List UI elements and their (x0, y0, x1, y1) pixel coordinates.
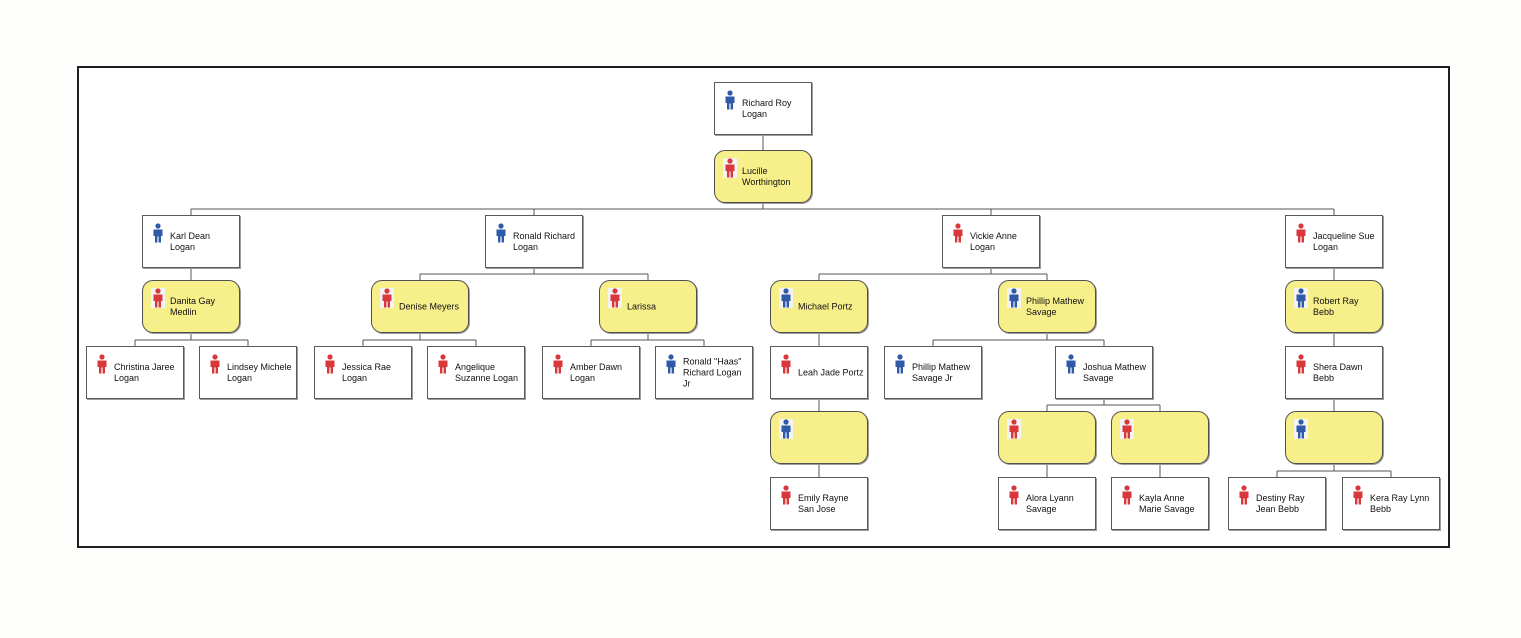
person-name: Robert Ray Bebb (1313, 295, 1359, 317)
person-node-n20[interactable]: Phillip Mathew Savage Jr (884, 346, 982, 399)
person-name: Destiny Ray Jean Bebb (1256, 492, 1305, 514)
male-person-icon (1294, 288, 1308, 308)
person-name: Denise Meyers (399, 301, 460, 311)
person-name: Kera Ray Lynn Bebb (1370, 492, 1430, 514)
person-name: Emily Rayne San Jose (798, 492, 849, 514)
person-node-n3[interactable]: Karl Dean Logan (142, 215, 240, 268)
female-person-icon (608, 288, 622, 308)
female-person-icon (951, 223, 965, 243)
person-node-n31[interactable]: Kera Ray Lynn Bebb (1342, 477, 1440, 530)
person-node-n8[interactable]: Denise Meyers (371, 280, 469, 333)
person-node-n9[interactable]: Larissa (599, 280, 697, 333)
person-name: Christina Jaree Logan (114, 361, 175, 383)
person-node-n27[interactable]: Emily Rayne San Jose (770, 477, 868, 530)
person-name: Alora Lyann Savage (1026, 492, 1074, 514)
person-node-n4[interactable]: Ronald Richard Logan (485, 215, 583, 268)
person-node-n19[interactable]: Leah Jade Portz (770, 346, 868, 399)
male-person-icon (664, 354, 678, 374)
female-person-icon (208, 354, 222, 374)
person-node-n15[interactable]: Jessica Rae Logan (314, 346, 412, 399)
person-name: Kayla Anne Marie Savage (1139, 492, 1195, 514)
person-name: Angelique Suzanne Logan (455, 361, 519, 383)
person-node-n1[interactable]: Richard Roy Logan (714, 82, 812, 135)
person-node-n30[interactable]: Destiny Ray Jean Bebb (1228, 477, 1326, 530)
person-node-n5[interactable]: Vickie Anne Logan (942, 215, 1040, 268)
female-person-icon (380, 288, 394, 308)
person-name: Jacqueline Sue Logan (1313, 230, 1375, 252)
female-person-icon (779, 485, 793, 505)
person-name: Richard Roy Logan (742, 97, 792, 119)
female-person-icon (1007, 485, 1021, 505)
person-node-n6[interactable]: Jacqueline Sue Logan (1285, 215, 1383, 268)
person-node-n10[interactable]: Michael Portz (770, 280, 868, 333)
male-person-icon (1007, 288, 1021, 308)
person-node-n17[interactable]: Amber Dawn Logan (542, 346, 640, 399)
person-name: Lucille Worthington (742, 165, 791, 187)
female-person-icon (151, 288, 165, 308)
person-name: Michael Portz (798, 301, 853, 311)
male-person-icon (893, 354, 907, 374)
female-person-icon (1007, 419, 1021, 439)
male-person-icon (494, 223, 508, 243)
female-person-icon (1294, 354, 1308, 374)
female-person-icon (1120, 485, 1134, 505)
connector-lines (134, 135, 1392, 477)
female-person-icon (779, 354, 793, 374)
female-person-icon (323, 354, 337, 374)
male-person-icon (779, 288, 793, 308)
male-person-icon (723, 90, 737, 110)
person-name: Vickie Anne Logan (970, 230, 1017, 252)
person-node-n7[interactable]: Danita Gay Medlin (142, 280, 240, 333)
person-name: Amber Dawn Logan (570, 361, 623, 383)
person-name: Phillip Mathew Savage Jr (912, 361, 971, 383)
female-person-icon (436, 354, 450, 374)
person-name: Lindsey Michele Logan (227, 361, 292, 383)
male-person-icon (1064, 354, 1078, 374)
male-person-icon (151, 223, 165, 243)
person-name: Ronald Richard Logan (513, 230, 576, 252)
person-name: Phillip Mathew Savage (1026, 295, 1085, 317)
person-node-n11[interactable]: Phillip Mathew Savage (998, 280, 1096, 333)
person-node-n28[interactable]: Alora Lyann Savage (998, 477, 1096, 530)
person-node-n24[interactable] (998, 411, 1096, 464)
person-name: Larissa (627, 301, 657, 311)
person-name: Jessica Rae Logan (342, 361, 392, 383)
person-name: Karl Dean Logan (170, 230, 211, 252)
person-node-n23[interactable] (770, 411, 868, 464)
person-node-n13[interactable]: Christina Jaree Logan (86, 346, 184, 399)
female-person-icon (95, 354, 109, 374)
person-node-n12[interactable]: Robert Ray Bebb (1285, 280, 1383, 333)
person-node-n29[interactable]: Kayla Anne Marie Savage (1111, 477, 1209, 530)
female-person-icon (551, 354, 565, 374)
person-name: Leah Jade Portz (798, 367, 864, 377)
person-node-n2[interactable]: Lucille Worthington (714, 150, 812, 203)
person-node-n26[interactable] (1285, 411, 1383, 464)
person-name: Joshua Mathew Savage (1083, 361, 1147, 383)
person-name: Shera Dawn Bebb (1313, 361, 1363, 383)
person-node-n18[interactable]: Ronald "Haas" Richard Logan Jr (655, 346, 753, 399)
female-person-icon (723, 158, 737, 178)
female-person-icon (1237, 485, 1251, 505)
person-node-n22[interactable]: Shera Dawn Bebb (1285, 346, 1383, 399)
person-node-n25[interactable] (1111, 411, 1209, 464)
person-node-n21[interactable]: Joshua Mathew Savage (1055, 346, 1153, 399)
male-person-icon (1294, 419, 1308, 439)
female-person-icon (1351, 485, 1365, 505)
female-person-icon (1120, 419, 1134, 439)
female-person-icon (1294, 223, 1308, 243)
person-name: Danita Gay Medlin (170, 295, 216, 317)
person-name: Ronald "Haas" Richard Logan Jr (683, 356, 742, 388)
male-person-icon (779, 419, 793, 439)
person-node-n16[interactable]: Angelique Suzanne Logan (427, 346, 525, 399)
person-node-n14[interactable]: Lindsey Michele Logan (199, 346, 297, 399)
